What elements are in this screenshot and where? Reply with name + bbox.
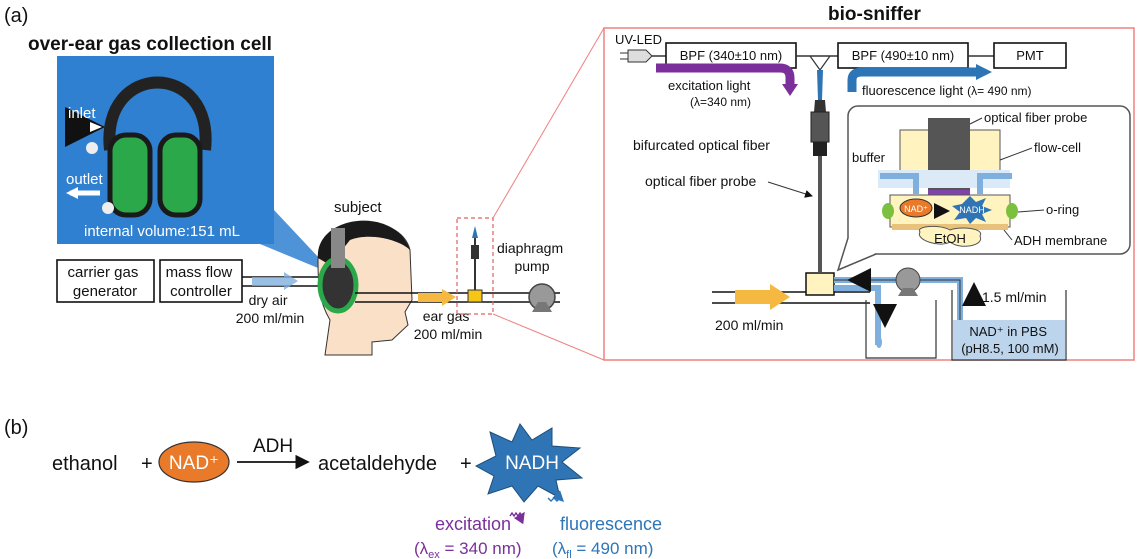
excitation-label: excitation light <box>668 78 751 93</box>
flow-arrow <box>735 284 790 310</box>
headphone-photo: inlet outlet internal volume:151 mL <box>57 56 274 244</box>
probe-label: optical fiber probe <box>645 173 757 189</box>
excitation-wl-text: (λex = 340 nm) <box>414 539 522 559</box>
fluorescence-wl-text: (λfl = 490 nm) <box>552 539 653 559</box>
inset-nad <box>899 198 933 218</box>
sniffer-dashed-box <box>456 217 494 315</box>
excitation-wl-label: (λ=340 nm) <box>690 95 751 109</box>
pump-rate-label: 1.5 ml/min <box>982 289 1047 305</box>
pmt-label: PMT <box>1016 48 1044 63</box>
nadh-label: NADH <box>505 453 559 474</box>
ear-gas-label: ear gas 200 ml/min <box>414 308 482 342</box>
plus-2: + <box>460 453 472 475</box>
dry-air-label: dry air 200 ml/min <box>236 292 304 326</box>
ethanol-label: ethanol <box>52 453 118 475</box>
carrier-gas-box <box>56 259 155 303</box>
adh-label: ADH <box>253 436 293 457</box>
dry-air-arrow <box>252 272 298 290</box>
bpf-340-label: BPF (340±10 nm) <box>680 48 783 63</box>
flowcell-main <box>805 272 835 296</box>
reservoir-liquid <box>953 320 1065 359</box>
outlet-label: outlet <box>66 171 104 188</box>
mass-flow-box <box>159 259 243 303</box>
pmt-box <box>993 42 1067 69</box>
nad-ellipse <box>158 441 230 483</box>
internal-volume-label: internal volume:151 mL <box>84 223 240 240</box>
fluorescence-text: fluorescence <box>560 514 662 534</box>
subject-label: subject <box>334 199 382 216</box>
reservoir-label: NAD⁺ in PBS (pH8.5, 100 mM) <box>961 324 1059 356</box>
bpf-490-label: BPF (490±10 nm) <box>852 48 955 63</box>
inset-etoh <box>918 225 982 247</box>
panel-b-label: (b) <box>4 417 28 439</box>
excitation-wave <box>509 511 525 525</box>
inset-flowcell-label: flow-cell <box>1034 140 1081 155</box>
svg-text:NADH: NADH <box>959 205 985 215</box>
bio-sniffer-title: bio-sniffer <box>828 4 921 25</box>
bifurcated-label: bifurcated optical fiber <box>633 137 770 153</box>
bio-sniffer-panel <box>603 27 1135 361</box>
carrier-gas-label: carrier gas generator <box>67 264 142 300</box>
subject-head <box>317 220 413 356</box>
inset-buffer-label: buffer <box>852 150 886 165</box>
svg-text:EtOH: EtOH <box>934 231 966 246</box>
inset-oring-label: o-ring <box>1046 202 1079 217</box>
nad-label: NAD⁺ <box>169 453 219 474</box>
inset-nadh-star <box>952 196 992 224</box>
plus-1: + <box>141 453 153 475</box>
panel-a-label: (a) <box>4 5 28 27</box>
fluorescence-arrow <box>847 67 978 92</box>
flow-rate-label: 200 ml/min <box>715 317 783 333</box>
inset-membrane-label: ADH membrane <box>1014 233 1107 248</box>
small-flowcell <box>467 289 483 303</box>
callout-wedge <box>260 210 335 275</box>
inset-probe-label: optical fiber probe <box>984 110 1087 125</box>
fluorescence-label: fluorescence light(λ= 490 nm) <box>862 83 1032 98</box>
mass-flow-label: mass flow controller <box>166 264 237 300</box>
pump-label: diaphragm pump <box>497 240 567 274</box>
ear-gas-arrow <box>418 289 456 306</box>
svg-text:NAD⁺: NAD⁺ <box>904 204 928 214</box>
uv-led-label: UV-LED <box>615 32 662 47</box>
fluorescence-wave <box>547 490 564 502</box>
excitation-arrow <box>656 63 795 86</box>
nadh-star <box>474 423 584 503</box>
inlet-label: inlet <box>68 105 96 122</box>
acetaldehyde-label: acetaldehyde <box>318 453 437 475</box>
cell-title: over-ear gas collection cell <box>28 34 272 55</box>
excitation-text: excitation <box>435 514 511 534</box>
uv-led-icon <box>627 49 653 63</box>
